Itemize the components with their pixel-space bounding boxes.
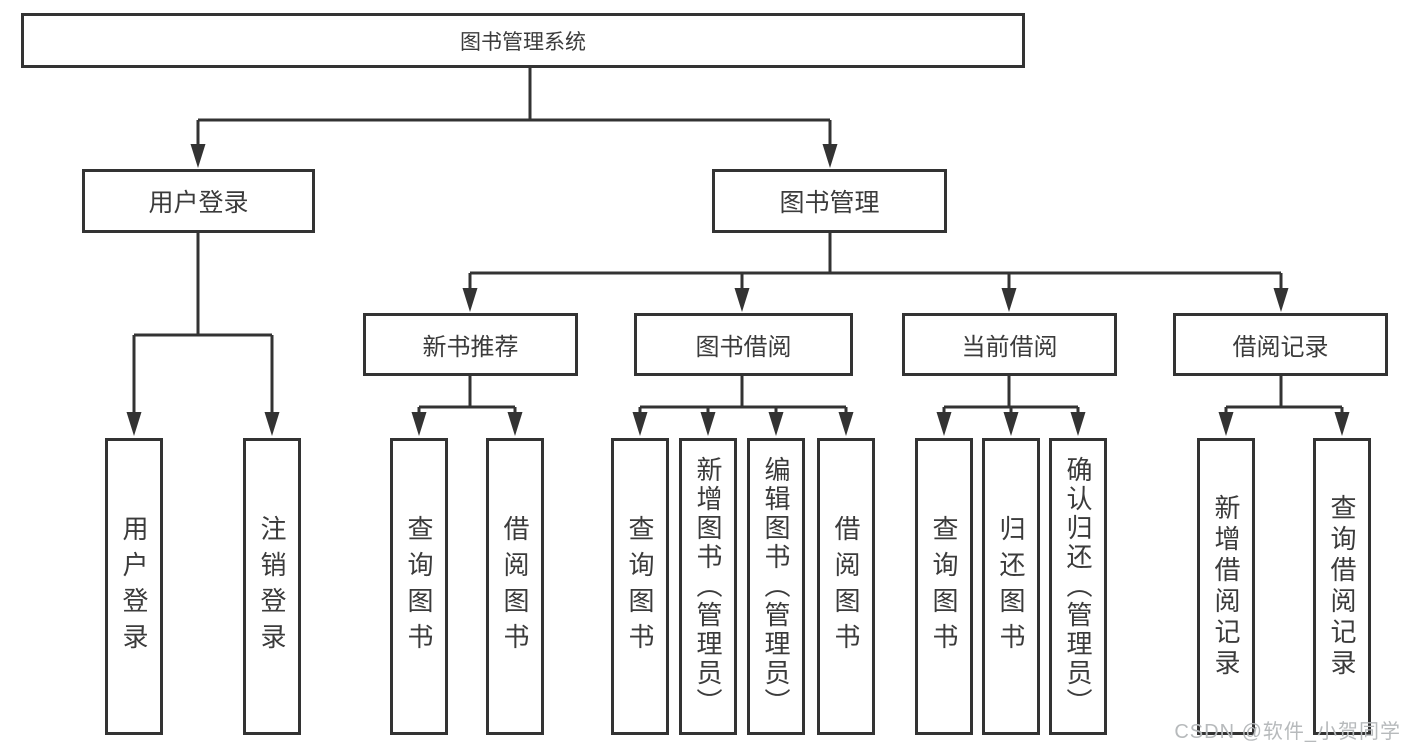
leaf-bb-edit-book-admin: 编辑图书（管理员） [747, 438, 805, 735]
leaf-user-login: 用户登录 [105, 438, 163, 735]
csdn-watermark: CSDN @软件_小贺同学 [1174, 721, 1401, 743]
leaf-label: 借阅图书 [500, 514, 530, 659]
leaf-cb-confirm-return-admin: 确认归还（管理员） [1049, 438, 1107, 735]
leaf-cb-query-book: 查询图书 [915, 438, 973, 735]
node-book-borrow: 图书借阅 [634, 313, 853, 376]
node-borrow-records: 借阅记录 [1173, 313, 1388, 376]
node-current-borrow: 当前借阅 [902, 313, 1117, 376]
root-label: 图书管理系统 [460, 30, 586, 54]
node-label: 用户登录 [148, 189, 249, 217]
leaf-nb-query-book: 查询图书 [390, 438, 448, 735]
leaf-label: 新增借阅记录 [1211, 493, 1241, 680]
leaf-logout-login: 注销登录 [243, 438, 301, 735]
leaf-nb-borrow-book: 借阅图书 [486, 438, 544, 735]
leaf-label: 新增图书（管理员） [693, 456, 723, 717]
leaf-label: 归还图书 [996, 514, 1026, 659]
leaf-br-add-record: 新增借阅记录 [1197, 438, 1255, 735]
leaf-label: 查询图书 [929, 514, 959, 659]
leaf-br-query-record: 查询借阅记录 [1313, 438, 1371, 735]
node-label: 新书推荐 [422, 334, 519, 361]
leaf-cb-return-book: 归还图书 [982, 438, 1040, 735]
leaf-bb-query-book: 查询图书 [611, 438, 669, 735]
node-new-book-recommend: 新书推荐 [363, 313, 578, 376]
node-user-login: 用户登录 [82, 169, 315, 233]
node-label: 当前借阅 [961, 334, 1058, 361]
node-root-system: 图书管理系统 [21, 13, 1025, 68]
node-label: 图书借阅 [695, 334, 792, 361]
node-label: 借阅记录 [1232, 334, 1329, 361]
node-label: 图书管理 [779, 189, 880, 217]
leaf-label: 用户登录 [119, 514, 149, 659]
leaf-label: 查询借阅记录 [1327, 493, 1357, 680]
leaf-label: 确认归还（管理员） [1063, 456, 1093, 717]
leaf-label: 注销登录 [257, 514, 287, 659]
node-book-management: 图书管理 [712, 169, 947, 233]
leaf-label: 查询图书 [404, 514, 434, 659]
leaf-bb-borrow-book: 借阅图书 [817, 438, 875, 735]
leaf-label: 借阅图书 [831, 514, 861, 659]
leaf-bb-add-book-admin: 新增图书（管理员） [679, 438, 737, 735]
leaf-label: 查询图书 [625, 514, 655, 659]
leaf-label: 编辑图书（管理员） [761, 456, 791, 717]
